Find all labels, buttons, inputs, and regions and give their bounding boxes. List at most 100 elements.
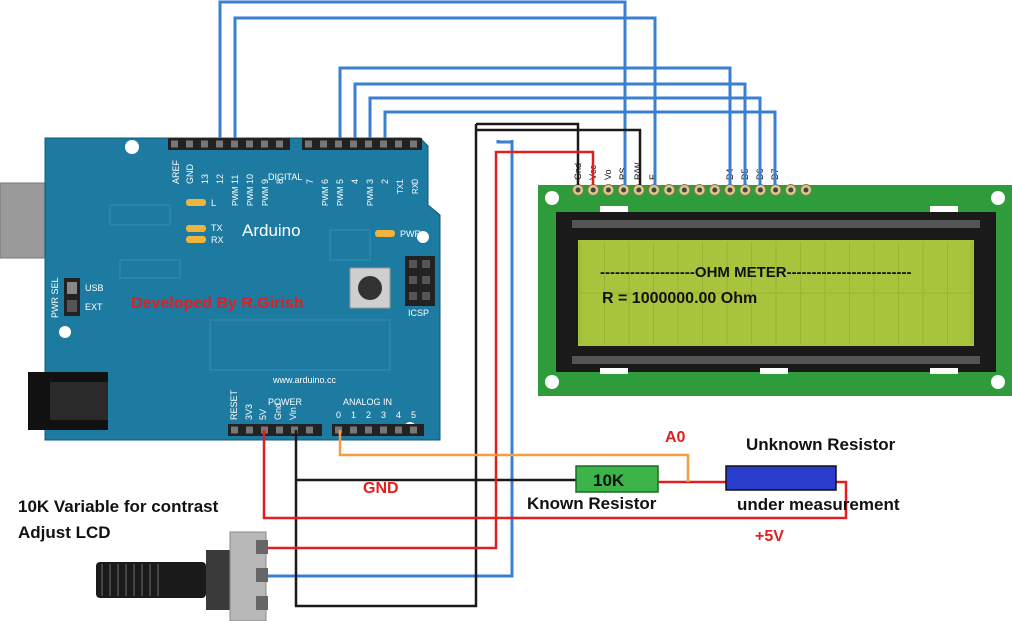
digital-header-left [168,138,290,150]
digital-pin-label: 0 [410,179,420,184]
pwr-sel-label: PWR SEL [50,277,60,318]
header-pin [365,426,372,434]
lcd-mounting-hole [991,375,1005,389]
power-wires [262,150,848,550]
arduino-brand: Arduino [242,221,301,240]
l-led [186,199,206,206]
digital-pin-label: 3 [365,179,375,184]
header-pin [276,140,283,148]
serial-label: TX [396,183,405,194]
board-url: www.arduino.cc [272,375,337,385]
header-pin [246,426,253,434]
header-pin [231,426,238,434]
digital-pin-label: AREF [171,159,181,184]
header-pin [276,426,283,434]
digital-pin-label: GND [185,164,195,185]
data-wires [218,0,777,578]
analog-pin-label: 3 [381,410,386,420]
header-pin [380,140,387,148]
header-pin [231,140,238,148]
header-pin [305,140,312,148]
mounting-hole [125,140,139,154]
power-label: POWER [268,397,303,407]
header-pin [350,140,357,148]
power-pin-label: 5V [258,409,268,420]
pwr-led-label: PWR [400,229,421,239]
power-pin-label: Vin [288,407,298,420]
digital-label: DIGITAL [268,172,302,182]
header-pin [306,426,313,434]
header-pin [335,426,342,434]
known-resistor-label: Known Resistor [527,494,657,513]
digital-pin-label: 1 [395,179,405,184]
digital-pin-label: 10 [245,174,255,184]
digital-pin-label: 2 [380,179,390,184]
rx-led [186,236,206,243]
header-pin [410,140,417,148]
a0-wire [338,430,690,482]
header-pin [350,426,357,434]
header-pin [395,426,402,434]
usb-label: USB [85,283,104,293]
header-pin [410,426,417,434]
pwm-label: PWM [246,186,255,206]
digital-pin-label: 11 [230,175,240,184]
unknown-resistor-label: Unknown Resistor [746,435,896,454]
header-pin [261,140,268,148]
lcd-pin-label: E [648,174,658,180]
analog-pin-label: 0 [336,410,341,420]
analog-pin-label: 4 [396,410,401,420]
under-measurement-label: under measurement [737,495,900,514]
pwm-label: PWM [231,186,240,206]
header-pin [335,140,342,148]
a0-label: A0 [665,429,686,446]
ext-label: EXT [85,302,103,312]
lcd-line-2: R = 1000000.00 Ohm [602,290,757,307]
digital-pin-label: 4 [350,179,360,184]
serial-label: RX [411,182,420,194]
power-pin-label: RESET [229,389,239,420]
lcd-pin-label: RS [618,167,628,180]
pot-label-line-2: Adjust LCD [18,523,111,542]
l-led-label: L [211,198,216,208]
digital-pin-label: 6 [320,179,330,184]
header-pin [380,426,387,434]
header-pin [216,140,223,148]
known-resistor-value: 10K [593,471,625,490]
developer-credit: Developed By R.Girish [131,295,304,312]
analog-pin-label: 2 [366,410,371,420]
lcd-mounting-hole [545,375,559,389]
lcd-mounting-hole [545,191,559,205]
analog-pin-label: 5 [411,410,416,420]
digital-pin-label: 7 [305,179,315,184]
lcd-pin-label: Vo [603,169,613,180]
header-pin [201,140,208,148]
analog-pin-label: 1 [351,410,356,420]
power-pin-label: 3V3 [244,404,254,420]
analog-in-label: ANALOG IN [343,397,392,407]
lcd-line-1: -------------------OHM METER------------… [600,264,911,281]
tx-led-label: TX [211,223,223,233]
plus-5v-label: +5V [755,528,784,545]
pot-label-line-1: 10K Variable for contrast [18,497,219,516]
header-pin [186,140,193,148]
pwm-label: PWM [336,186,345,206]
header-pin [171,140,178,148]
rx-led-label: RX [211,235,224,245]
icsp-label: ICSP [408,308,429,318]
digital-pin-label: 8 [275,179,285,184]
lcd-pin-label: R/W [633,162,643,180]
pwm-label: PWM [321,186,330,206]
known-resistor [575,465,659,493]
digital-pin-label: 5 [335,179,345,184]
header-pin [291,426,298,434]
lcd-mounting-hole [991,191,1005,205]
digital-pin-label: 12 [215,174,225,184]
header-pin [320,140,327,148]
pwm-label: PWM [261,186,270,206]
digital-header-right [302,138,422,150]
pwr-led [375,230,395,237]
pwm-label: PWM [366,186,375,206]
unknown-resistor [725,465,837,491]
